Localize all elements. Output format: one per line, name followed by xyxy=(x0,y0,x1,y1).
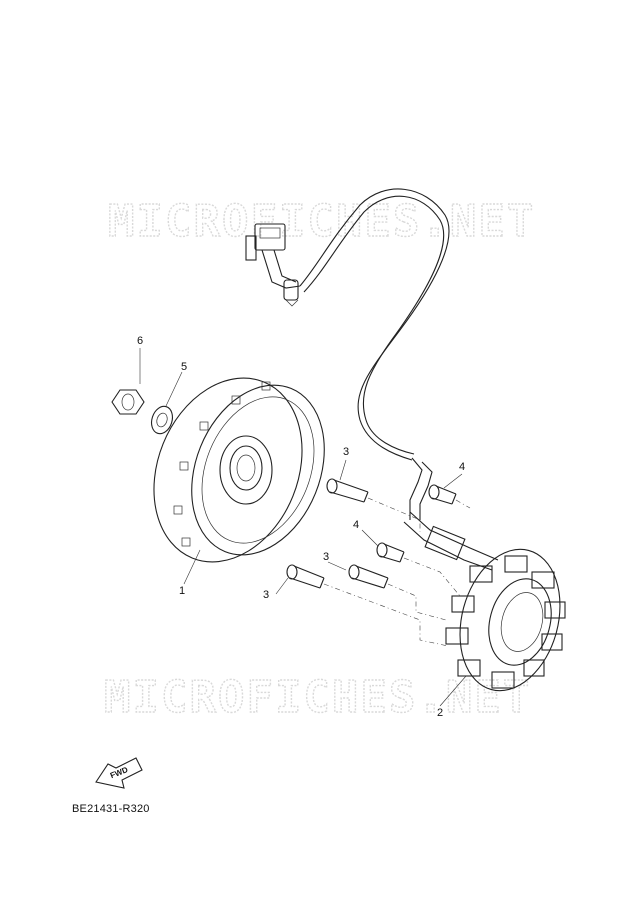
watermark-bottom: MICROFICHES.NET xyxy=(104,672,531,723)
leader-line xyxy=(339,459,347,481)
leader-line xyxy=(327,561,347,571)
leader-line xyxy=(275,577,289,595)
callout-4-upper: 4 xyxy=(459,461,465,473)
callout-6: 6 xyxy=(137,335,143,347)
bolt-3-upper xyxy=(326,478,369,503)
nut xyxy=(111,389,145,415)
leader-line xyxy=(183,549,201,585)
callout-1: 1 xyxy=(179,585,185,597)
callout-3-lower: 3 xyxy=(263,589,269,601)
bolt-4-lower xyxy=(376,542,405,563)
axis-line xyxy=(455,499,471,509)
watermark-top: MICROFICHES.NET xyxy=(108,196,535,247)
leader-line xyxy=(165,371,183,407)
flywheel-rotor xyxy=(153,377,325,563)
axis-line xyxy=(367,497,421,532)
axis-line xyxy=(387,583,447,621)
callout-3-upper: 3 xyxy=(343,446,349,458)
diagram-code: BE21431-R320 xyxy=(72,803,150,815)
leader-line xyxy=(439,675,467,707)
callout-3-middle: 3 xyxy=(323,551,329,563)
leader-line xyxy=(361,529,379,547)
axis-line xyxy=(323,583,449,647)
callout-2: 2 xyxy=(437,707,443,719)
wire-connector xyxy=(245,223,301,307)
stator xyxy=(403,511,566,692)
axis-line xyxy=(403,557,461,597)
fwd-arrow-icon: FWD xyxy=(95,757,143,789)
bolt-3-middle xyxy=(348,564,389,589)
callout-4-lower: 4 xyxy=(353,519,359,531)
leader-line xyxy=(443,473,463,489)
wire-harness xyxy=(299,188,450,520)
callout-5: 5 xyxy=(181,361,187,373)
washer xyxy=(151,405,173,435)
bolt-4-upper xyxy=(428,484,457,505)
bolt-3-lower xyxy=(286,564,325,589)
